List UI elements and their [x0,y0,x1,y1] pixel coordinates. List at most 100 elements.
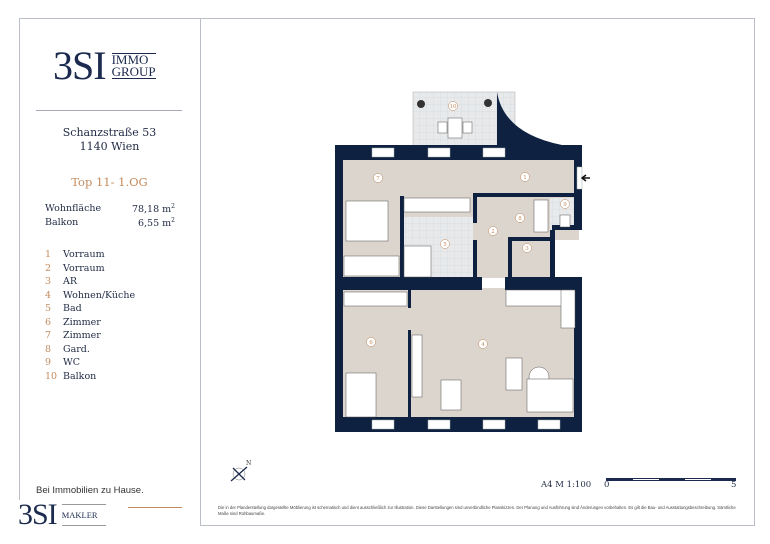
room-marker [488,226,498,236]
divider [36,110,182,111]
address-city: 1140 Wien [79,140,140,153]
room-number: 7 [45,330,52,341]
room-name: Zimmer [63,316,101,328]
area-row: Balkon 6,55 m2 [45,217,175,229]
sofa [526,378,574,413]
unit-title: Top 11- 1.OG [71,175,148,189]
room-marker-label: 8 [518,216,522,222]
area-label: Balkon [45,217,79,228]
scale-end: 5 [731,480,737,490]
room-name: Wohnen/Küche [63,289,136,301]
room-marker [366,337,376,347]
room-marker [373,173,383,183]
room-name: Bad [63,303,82,314]
room-name: Balkon [63,370,97,382]
room-name: Gard. [63,343,90,355]
area-value: 78,18 m [131,204,172,216]
room-list-item: 5 Bad [45,303,135,317]
sideboard [411,334,423,398]
area-label: Wohnfläche [45,203,102,214]
company-logo: 3SI IMMO GROUP [53,46,156,86]
room-marker [515,213,525,223]
room-number: 3 [45,276,52,287]
furniture [343,197,576,418]
wardrobe [343,291,408,307]
plant-icon [417,100,425,108]
room-list-item: 8 Gard. [45,344,135,358]
room-marker [478,339,488,349]
wardrobe-rack [533,199,549,233]
room-number: 1 [45,249,52,260]
room-marker-label: 5 [443,242,447,248]
wardrobe [403,197,471,213]
room-marker-label: 1 [523,175,527,181]
toilet [559,214,571,228]
double-bed [345,200,389,242]
room-number: 5 [45,303,52,314]
room-marker-label: 4 [481,342,485,348]
area-unit: 2 [171,203,175,210]
area-row: Wohnfläche 78,18 m2 [45,203,175,215]
logo-sub: IMMO [111,53,156,66]
room-list-item: 2 Vorraum [45,263,135,277]
room-number: 8 [45,343,52,355]
room-list-item: 7 Zimmer [45,330,135,344]
accent-line [128,507,182,508]
windows [371,147,583,430]
walls [335,92,582,432]
room-name: Vorraum [63,262,105,274]
disclaimer: Die in der Planderstellung dargestellte … [218,505,736,516]
room-marker [440,239,450,249]
kitchen-counter [560,289,576,329]
room-marker [522,243,532,253]
room-marker-label: 7 [376,176,380,182]
room-marker-label: 9 [563,202,567,208]
room-number: 4 [45,289,52,301]
makler-logo-sub: MAKLER [61,504,106,526]
room-name: Vorraum [63,249,105,260]
frame-left [19,18,20,507]
single-bed [345,372,377,418]
slogan: Bei Immobilien zu Hause. [36,485,144,496]
address-street: Schanzstraße 53 [62,126,157,139]
room-name: WC [63,357,81,368]
entrance-arrow-icon [580,174,590,182]
room-marker-label: 2 [491,229,495,235]
north-arrow-icon: N [230,460,251,482]
room-marker [520,172,530,182]
area-value: 6,55 m [137,218,172,230]
scale-bar [606,478,736,481]
room-list-item: 9 WC [45,357,135,371]
frame-bottom [200,525,755,526]
dining-table [440,379,462,411]
room-number: 9 [45,357,52,368]
scale-label: A4 M 1:100 [541,480,592,490]
room-list-item: 10 Balkon [45,371,135,385]
armchair [505,357,523,391]
room-list-item: 4 Wohnen/Küche [45,290,135,304]
room-number: 6 [45,316,52,328]
area-unit: 2 [171,217,175,224]
frame-top [19,18,754,19]
plant-icon [484,99,492,107]
room-name: AR [63,276,78,287]
logo-main: 3SI [53,43,107,88]
room-marker-label: 10 [450,104,457,110]
room-marker-label: 3 [525,246,529,252]
frame-right [754,18,755,525]
room-name: Zimmer [63,330,101,341]
makler-logo-main: 3SI [18,498,58,531]
room-list-item: 6 Zimmer [45,317,135,331]
logo-sub: GROUP [111,64,156,79]
wardrobe [343,255,400,277]
shower [403,245,432,278]
room-marker [448,101,458,111]
room-marker [560,199,570,209]
room-number: 10 [45,370,58,382]
north-label: N [246,460,251,467]
room-list-item: 1 Vorraum [45,249,135,263]
room-number: 2 [45,262,52,274]
